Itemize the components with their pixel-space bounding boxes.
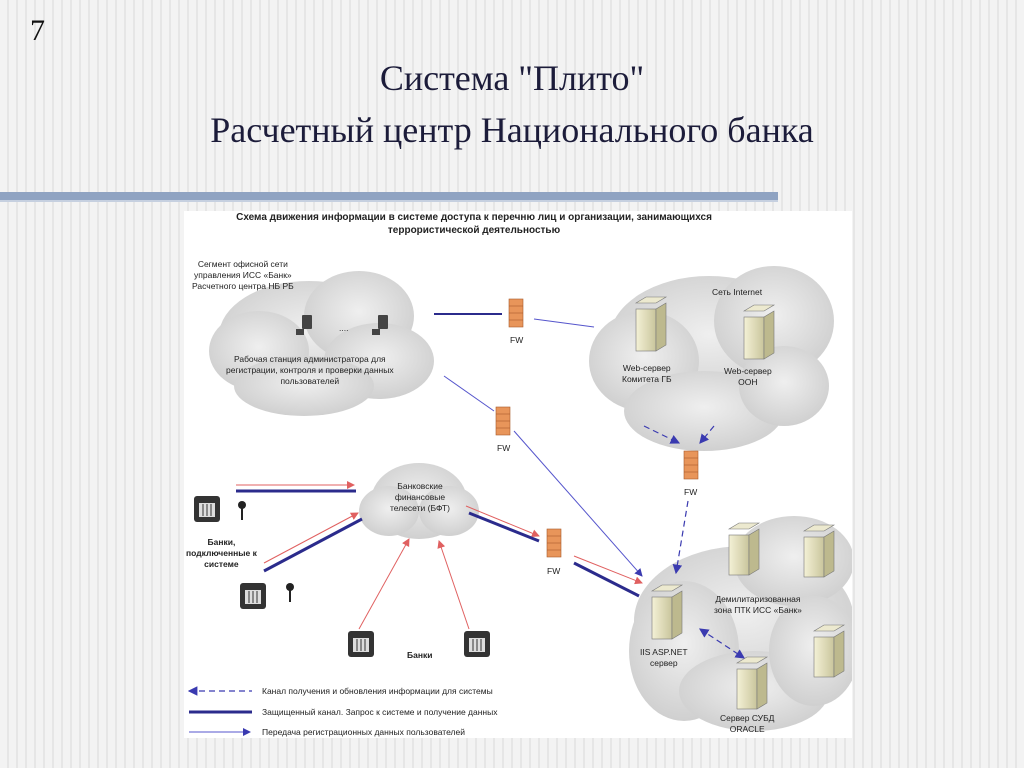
iis-label: IIS ASP.NET сервер <box>640 647 688 669</box>
bank-icon-4 <box>464 631 490 657</box>
office-segment-label: Сегмент офисной сети управления ИСС «Бан… <box>192 259 294 292</box>
dbms-line-1: Сервер СУБД <box>720 713 775 723</box>
legend-item-2: Защищенный канал. Запрос к системе и пол… <box>262 707 498 717</box>
server-dmz-1 <box>727 522 761 576</box>
connected-banks-line-2: подключенные к <box>186 548 257 558</box>
title-line-1: Система "Плито" <box>379 58 645 98</box>
admin-station-label: Рабочая станция администратора для регис… <box>226 354 394 387</box>
key-icon-1 <box>238 501 246 520</box>
server-iis <box>650 584 684 640</box>
bft-line-2: финансовые <box>394 492 446 502</box>
iis-line-2: сервер <box>649 658 678 668</box>
server-dmz-2 <box>802 524 836 578</box>
web-oon-line-1: Web-сервер <box>724 366 772 376</box>
cloud-dmz <box>629 516 852 731</box>
slide-number: 7 <box>30 14 45 47</box>
server-web-oon <box>742 304 776 360</box>
title-underline <box>0 192 778 200</box>
office-segment-line-3: Расчетного центра НБ РБ <box>192 281 294 291</box>
web-gb-line-2: Комитета ГБ <box>622 374 672 384</box>
iis-line-1: IIS ASP.NET <box>640 647 688 657</box>
network-diagram: Схема движения информации в системе дост… <box>184 211 852 738</box>
fw-label-3: FW <box>684 487 698 497</box>
connected-banks-line-1: Банки, <box>207 537 236 547</box>
firewall-4 <box>546 528 562 558</box>
dmz-label: Демилитаризованная зона ПТК ИСС «Банк» <box>714 594 802 616</box>
web-gb-line-1: Web-сервер <box>622 363 671 373</box>
diagram-header-line-1: Схема движения информации в системе дост… <box>236 212 712 223</box>
firewall-1 <box>508 298 524 328</box>
web-gb-label: Web-сервер Комитета ГБ <box>622 363 672 385</box>
legend-item-1: Канал получения и обновления информации … <box>262 686 493 696</box>
bft-line-3: телесети (БФТ) <box>390 503 450 513</box>
connected-banks-line-3: системе <box>204 559 239 569</box>
diagram-header: Схема движения информации в системе дост… <box>184 211 764 237</box>
server-web-gb <box>634 296 668 352</box>
admin-station-line-2: регистрации, контроля и проверки данных <box>226 365 394 375</box>
web-oon-line-2: ООН <box>738 377 758 387</box>
title-underline-thin <box>0 200 778 202</box>
internet-label: Сеть Internet <box>712 287 763 297</box>
dmz-line-1: Демилитаризованная <box>715 594 801 604</box>
cloud-office <box>209 271 434 416</box>
office-segment-line-1: Сегмент офисной сети <box>197 259 288 269</box>
cloud-bft <box>359 463 479 539</box>
dbms-line-2: ORACLE <box>729 724 765 734</box>
dmz-line-2: зона ПТК ИСС «Банк» <box>714 605 802 615</box>
banks-label: Банки <box>407 650 433 660</box>
dbms-label: Сервер СУБД ORACLE <box>720 713 774 735</box>
bank-icon-1 <box>194 496 220 522</box>
slide-title: Система "Плито" Расчетный центр Национал… <box>0 52 1024 156</box>
fw-label-2: FW <box>497 443 511 453</box>
fw-label-4: FW <box>547 566 561 576</box>
admin-station-line-1: Рабочая станция администратора для <box>233 354 386 364</box>
legend-item-3: Передача регистрационных данных пользова… <box>262 727 465 737</box>
key-icon-2 <box>286 583 294 602</box>
title-line-2: Расчетный центр Национального банка <box>210 110 814 150</box>
workstation-icon-2 <box>372 315 388 335</box>
bft-line-1: Банковские <box>397 481 443 491</box>
bank-icon-3 <box>348 631 374 657</box>
diagram-header-line-2: террористической деятельностью <box>387 225 561 236</box>
server-oracle <box>735 656 769 710</box>
dots-label: .... <box>339 323 349 333</box>
connected-banks-label: Банки, подключенные к системе <box>186 537 257 570</box>
fw-label-1: FW <box>510 335 524 345</box>
office-segment-line-2: управления ИСС «Банк» <box>194 270 292 280</box>
firewall-2 <box>495 406 511 436</box>
firewall-3 <box>683 450 699 480</box>
web-oon-label: Web-сервер ООН <box>724 366 772 388</box>
server-dmz-3 <box>812 624 846 678</box>
admin-station-line-3: пользователей <box>280 376 340 386</box>
workstation-icon-1 <box>296 315 312 335</box>
bank-icon-2 <box>240 583 266 609</box>
diagram-graphics <box>187 266 852 736</box>
bft-label: Банковские финансовые телесети (БФТ) <box>390 481 450 514</box>
